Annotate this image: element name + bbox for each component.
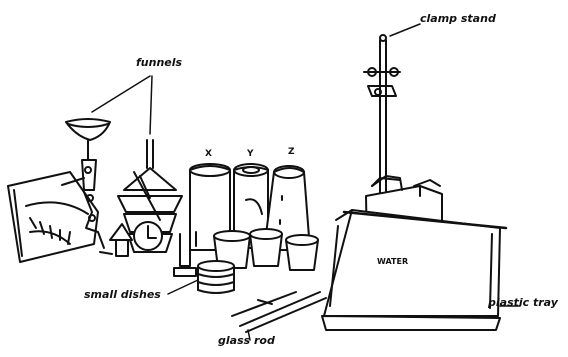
glass-rod-icon	[232, 292, 326, 332]
tall-funnel-icon	[100, 140, 182, 256]
bottle-label-z: Z	[288, 147, 295, 157]
water-label: WATER	[377, 257, 408, 266]
glass-rod-label: glass rod	[218, 334, 275, 347]
plastic-tray-icon	[322, 210, 506, 330]
clamp-stand-label: clamp stand	[420, 12, 496, 25]
clamp-stand-leader	[390, 24, 420, 36]
bottle-label-y: Y	[246, 149, 254, 159]
bottle-label-x: X	[205, 149, 212, 159]
small-dishes-icon	[198, 261, 234, 293]
small-dishes-leader	[168, 280, 198, 294]
funnels-label: funnels	[136, 56, 182, 69]
plastic-tray-label: plastic tray	[488, 296, 558, 309]
small-dishes-label: small dishes	[84, 288, 161, 301]
